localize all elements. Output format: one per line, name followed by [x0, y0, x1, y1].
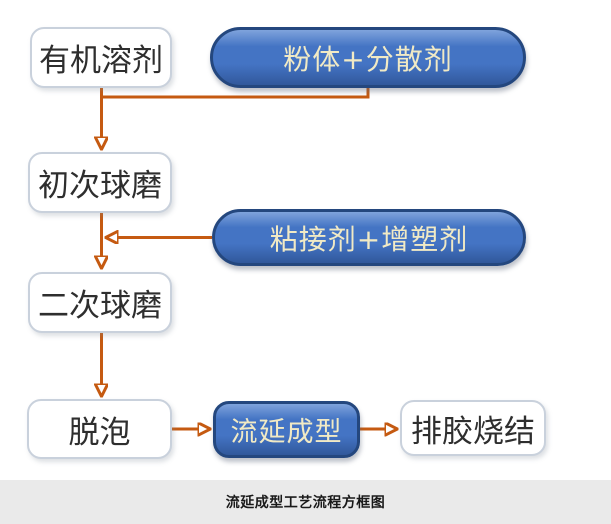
node-powder-dispersant: 粉体+分散剂 — [210, 27, 526, 88]
node-first-ball-milling: 初次球磨 — [28, 152, 172, 213]
node-second-ball-milling: 二次球磨 — [28, 272, 172, 333]
node-tape-casting: 流延成型 — [213, 401, 360, 458]
node-organic-solvent: 有机溶剂 — [30, 27, 172, 88]
node-binder-plasticizer: 粘接剂+增塑剂 — [212, 209, 526, 266]
caption-text: 流延成型工艺流程方框图 — [225, 495, 386, 511]
connector-powder-to-main-line — [103, 87, 370, 99]
caption-bar: 流延成型工艺流程方框图 — [0, 480, 611, 524]
node-debinding-sintering: 排胶烧结 — [400, 400, 546, 456]
node-defoaming: 脱泡 — [27, 399, 172, 459]
